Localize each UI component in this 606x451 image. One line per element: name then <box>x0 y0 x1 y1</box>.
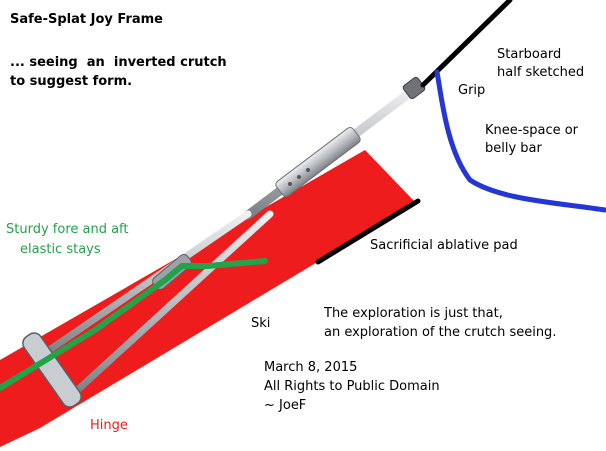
diagram-subtitle-line1: ... seeing an inverted crutch <box>10 55 227 70</box>
adjuster-hole <box>288 182 292 186</box>
knee-label-line1: Knee-space or <box>485 123 579 138</box>
knee-bar <box>434 69 606 213</box>
ski-label: Ski <box>251 316 271 331</box>
ablative-pad-line <box>315 198 421 265</box>
ski-band <box>0 150 416 447</box>
starboard-label-line2: half sketched <box>497 65 585 80</box>
adjuster-hole <box>306 168 310 172</box>
pad-label: Sacrificial ablative pad <box>370 238 518 253</box>
exploration-note-line2: an exploration of the crutch seeing. <box>324 325 557 340</box>
crutch-underarm-pad <box>22 332 82 408</box>
rights-line: All Rights to Public Domain <box>264 379 440 394</box>
stays-label-line2: elastic stays <box>20 242 101 257</box>
starboard-label-line1: Starboard <box>497 47 562 62</box>
hinge-label: Hinge <box>90 418 128 433</box>
author-line: ~ JoeF <box>264 398 307 413</box>
diagram-subtitle-line2: to suggest form. <box>10 74 133 89</box>
elastic-stays <box>0 258 268 391</box>
exploration-note-line1: The exploration is just that, <box>324 306 503 321</box>
date-line: March 8, 2015 <box>264 360 358 375</box>
knee-label-line2: belly bar <box>485 141 542 156</box>
crutch-tip <box>402 76 426 100</box>
crutch-frame-rail-b <box>68 210 274 399</box>
crutch-adjuster-sleeve <box>275 127 361 197</box>
grip-label: Grip <box>458 83 486 98</box>
adjuster-hole <box>297 175 301 179</box>
stays-label-line1: Sturdy fore and aft <box>6 222 129 237</box>
diagram-title: Safe-Splat Joy Frame <box>10 12 164 27</box>
crutch-frame-rail-a <box>38 210 252 359</box>
crutch <box>22 76 426 408</box>
